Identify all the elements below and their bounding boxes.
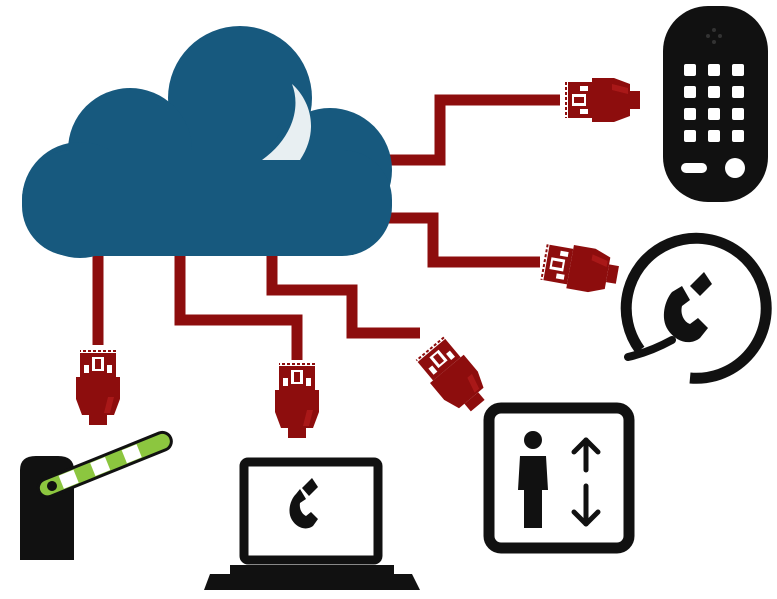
ethernet-plug-icon xyxy=(412,333,496,421)
laptop-phone-icon xyxy=(204,457,420,590)
cable-to-phone xyxy=(380,212,540,268)
cable-to-keypad xyxy=(385,94,560,166)
elevator-icon xyxy=(483,402,635,554)
cable-to-elevator xyxy=(266,250,420,339)
keypad-device-icon xyxy=(663,6,768,202)
ethernet-plug-icon xyxy=(75,350,121,426)
ethernet-plug-icon xyxy=(565,77,641,123)
cable-to-laptop xyxy=(174,250,303,360)
ethernet-plug-icon xyxy=(539,239,623,298)
barrier-gate-icon xyxy=(20,430,173,560)
phone-circle-icon xyxy=(620,232,772,384)
ethernet-plug-icon xyxy=(274,363,320,439)
cloud-icon xyxy=(22,26,392,258)
